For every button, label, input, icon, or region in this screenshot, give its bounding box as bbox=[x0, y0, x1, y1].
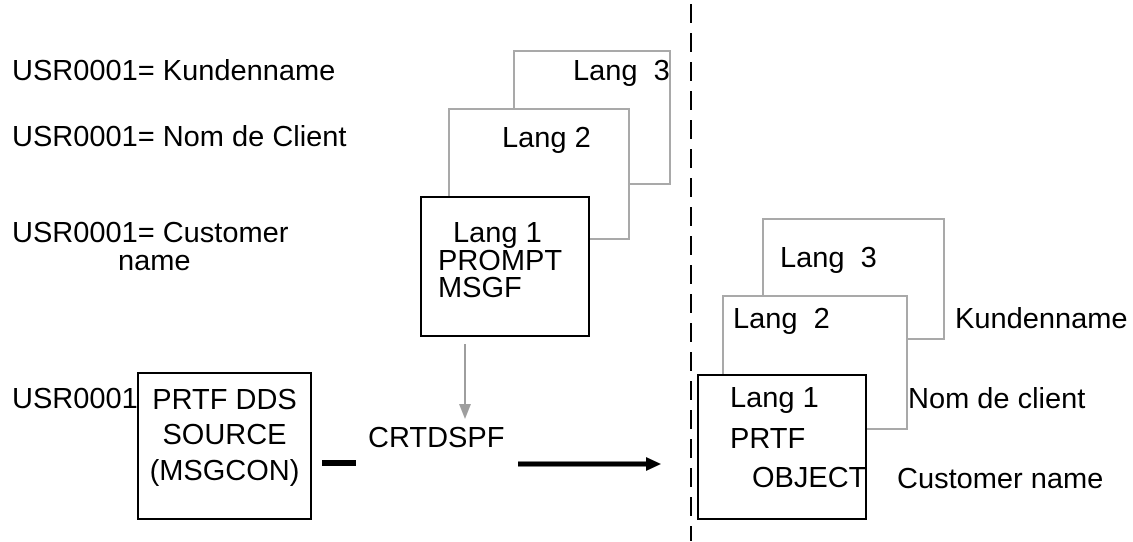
msgf-lang1-line3: MSGF bbox=[438, 272, 522, 304]
crtdspf-command-label: CRTDSPF bbox=[368, 422, 505, 454]
msgf-lang2-label: Lang 2 bbox=[502, 122, 591, 154]
object-lang1-line3: OBJECT bbox=[752, 462, 867, 494]
object-annotation-french: Nom de client bbox=[908, 383, 1086, 415]
dds-source-line3: (MSGCON) bbox=[149, 455, 300, 487]
object-lang1-line2: PRTF bbox=[730, 423, 806, 455]
dds-source-box: PRTF DDS SOURCE (MSGCON) bbox=[137, 372, 312, 520]
annotation-msg-english-line2: name bbox=[118, 245, 191, 277]
dash-connector-icon bbox=[322, 460, 356, 466]
create-right-arrow-icon bbox=[518, 457, 661, 471]
annotation-msg-french: USR0001= Nom de Client bbox=[12, 121, 347, 153]
annotation-msg-english-line1: USR0001= Customer bbox=[12, 217, 289, 249]
msgf-lang3-label: Lang 3 bbox=[573, 55, 670, 87]
boundary-dashed-line bbox=[690, 4, 692, 541]
object-lang1-box: Lang 1 PRTF OBJECT bbox=[697, 374, 867, 520]
object-annotation-english: Customer name bbox=[897, 463, 1104, 495]
annotation-source-id: USR0001 bbox=[12, 383, 138, 415]
annotation-msg-german: USR0001= Kundenname bbox=[12, 55, 336, 87]
object-lang2-label: Lang 2 bbox=[733, 303, 830, 335]
msgf-lang1-line2: PROMPT bbox=[438, 245, 563, 277]
object-annotation-german: Kundenname bbox=[955, 303, 1128, 335]
dds-source-line2: SOURCE bbox=[162, 419, 287, 451]
msgf-lang1-line1: Lang 1 bbox=[453, 217, 542, 249]
object-lang1-line1: Lang 1 bbox=[730, 382, 819, 414]
dds-source-line1: PRTF DDS bbox=[152, 384, 297, 416]
msgf-lang1-box: Lang 1 PROMPT MSGF bbox=[420, 196, 590, 337]
object-lang3-label: Lang 3 bbox=[780, 242, 877, 274]
compile-down-arrow-icon bbox=[459, 344, 471, 419]
